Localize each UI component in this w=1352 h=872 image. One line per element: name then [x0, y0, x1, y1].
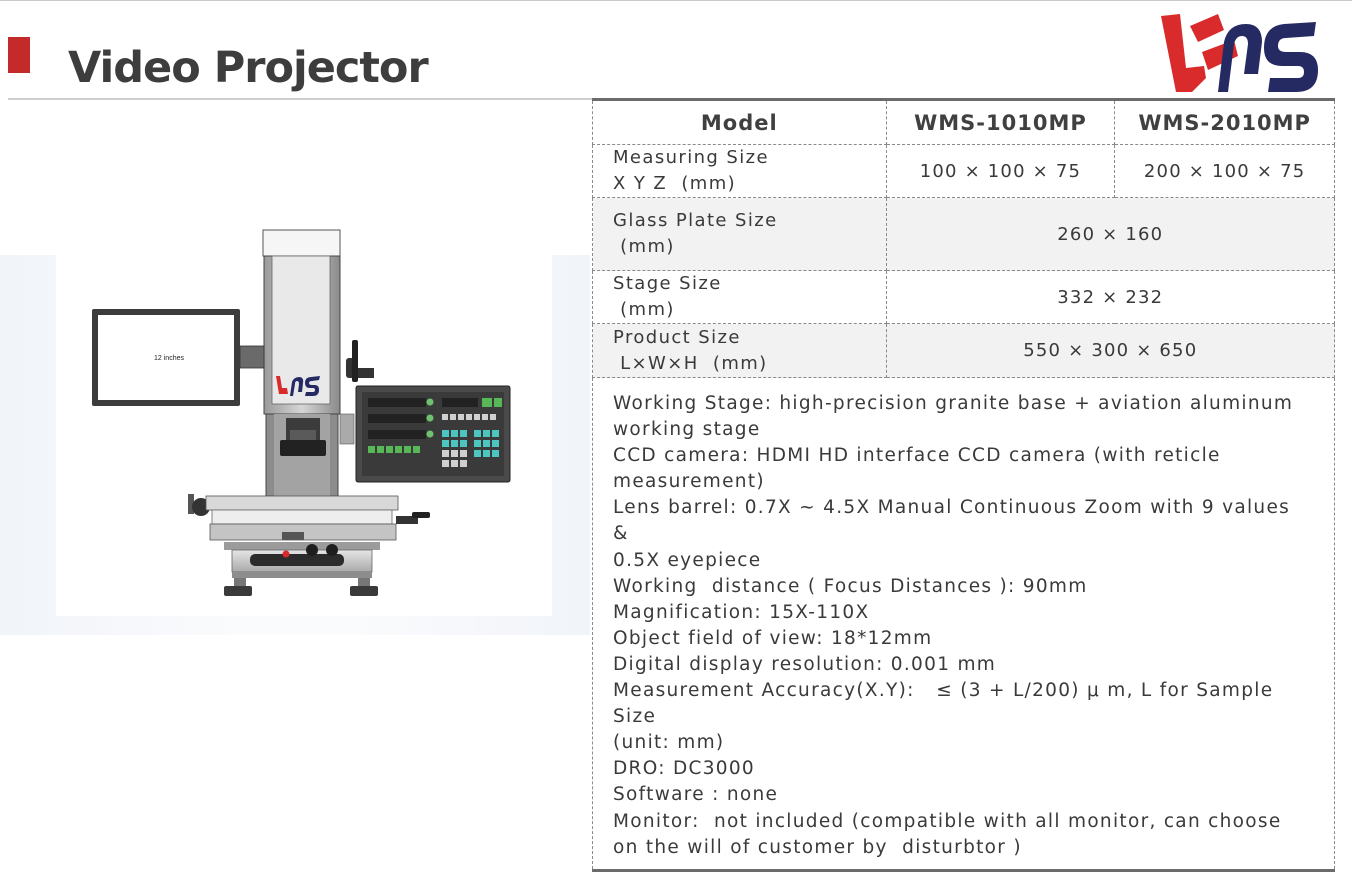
model-column-1: WMS-1010MP: [885, 99, 1116, 145]
table-header-row: Model WMS-1010MP WMS-2010MP: [592, 99, 1335, 145]
row-label-line: (mm): [613, 236, 675, 257]
feature-line: on the will of customer by disturbtor ): [613, 836, 1022, 858]
column-logo-mark: [276, 376, 320, 396]
table-row: Product Size L×W×H (mm) 550 × 300 × 650: [592, 323, 1336, 378]
row-label-line: L×W×H (mm): [613, 352, 768, 374]
feature-line: measurement): [613, 471, 765, 493]
screen-size-label: 12 inches: [154, 355, 184, 362]
feature-line: working stage: [613, 419, 761, 441]
feature-line: 0.5X eyepiece: [613, 549, 762, 571]
brand-logo: [1161, 14, 1318, 92]
feature-line: Digital display resolution: 0.001 mm: [613, 653, 997, 675]
feature-line: Monitor: not included (compatible with a…: [613, 810, 1282, 832]
feature-line: Measurement Accuracy(X.Y): ≤ (3 + L/200)…: [613, 680, 1281, 728]
feature-line: Working Stage: high-precision granite ba…: [613, 393, 1294, 414]
row-value: 260 × 160: [885, 197, 1336, 271]
table-row: Measuring Size X Y Z (mm) 100 × 100 × 75…: [592, 144, 1335, 198]
model-column-2: WMS-2010MP: [1114, 99, 1335, 145]
row-value: 200 × 100 × 75: [1114, 144, 1335, 198]
feature-line: CCD camera: HDMI HD interface CCD camera…: [613, 445, 1221, 467]
row-value: 100 × 100 × 75: [885, 144, 1116, 198]
feature-line: DRO: DC3000: [613, 758, 755, 780]
model-header: Model: [592, 99, 887, 145]
title-accent-bar: [8, 37, 30, 73]
row-label: Measuring Size X Y Z (mm): [592, 144, 887, 198]
row-value: 332 × 232: [885, 270, 1336, 324]
row-value: 550 × 300 × 650: [885, 323, 1336, 378]
row-label: Product Size L×W×H (mm): [592, 323, 887, 378]
row-label-line: X Y Z (mm): [613, 173, 737, 194]
page-title: Video Projector: [68, 43, 429, 93]
monitor: 12 inches: [92, 309, 240, 406]
row-label-line: Measuring Size: [613, 147, 769, 168]
features-row: Working Stage: high-precision granite ba…: [592, 377, 1335, 871]
feature-line: Magnification: 15X-110X: [613, 601, 870, 623]
top-rule: [0, 0, 1352, 1]
row-label-line: (mm): [613, 299, 675, 320]
feature-line: Working distance ( Focus Distances ): 90…: [613, 575, 1088, 597]
title-underline: [8, 98, 592, 100]
row-label-line: Product Size: [613, 326, 741, 348]
row-label: Glass Plate Size (mm): [592, 197, 887, 271]
feature-line: (unit: mm): [613, 732, 725, 754]
row-label-line: Glass Plate Size: [613, 210, 778, 231]
feature-line: Software : none: [613, 784, 779, 806]
table-row: Stage Size (mm) 332 × 232: [592, 270, 1336, 324]
row-label: Stage Size (mm): [592, 270, 887, 324]
row-label-line: Stage Size: [613, 273, 722, 294]
features-cell: Working Stage: high-precision granite ba…: [592, 377, 1335, 871]
video-projector-drawing: 12 inches: [92, 229, 511, 596]
feature-line: Object field of view: 18*12mm: [613, 627, 933, 649]
spec-table: Model WMS-1010MP WMS-2010MP Measuring Si…: [592, 98, 1336, 872]
dro-controller: [355, 385, 511, 483]
product-illustration: 12 inches: [56, 218, 552, 616]
feature-line: Lens barrel: 0.7X ~ 4.5X Manual Continuo…: [613, 497, 1305, 545]
table-row: Glass Plate Size (mm) 260 × 160: [592, 197, 1336, 271]
